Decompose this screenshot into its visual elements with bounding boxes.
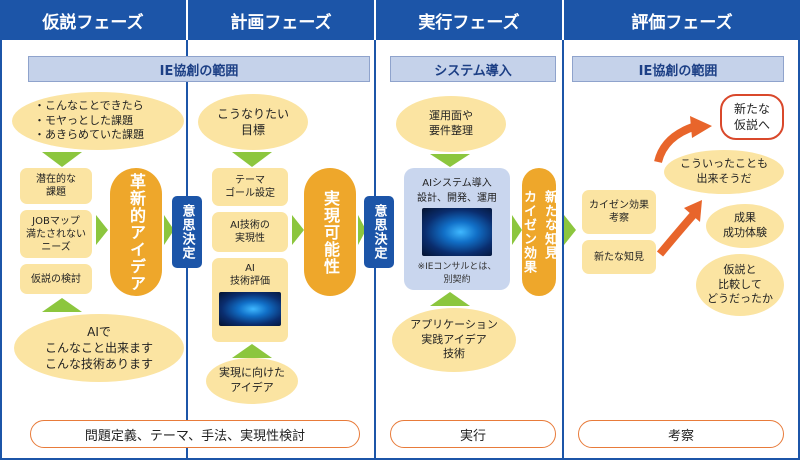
pill-label: 実現可能性: [321, 189, 340, 275]
hypothesis-top-blob: ・こんなことできたら ・モヤっとした課題 ・あきらめていた課題: [12, 92, 184, 150]
ai-system-box: AIシステム導入 設計、開発、運用 ※IEコンサルとは、 別契約: [404, 168, 510, 290]
pill-label: 新たな知見: [542, 190, 557, 260]
plan-top-line: こうなりたい: [216, 106, 289, 121]
box-kaizen-review: カイゼン効果 考察: [582, 190, 656, 234]
execute-top-line: 運用面や: [429, 109, 473, 123]
divider-right: [798, 40, 800, 460]
green-up-arrow-icon: [42, 298, 82, 312]
hypothesis-bottom-blob: AIで こんなこと出来ます こんな技術あります: [14, 314, 184, 382]
bottom-border: [0, 458, 800, 460]
phase-header-hypothesis: 仮説フェーズ: [0, 0, 186, 40]
plan-bottom-blob: 実現に向けた アイデア: [206, 358, 298, 404]
band-ie-left: IE協創の範囲: [28, 56, 370, 82]
pill-label: 革新的アイデア: [127, 172, 146, 292]
footer-right: 考察: [578, 420, 784, 448]
divider-3: [562, 40, 564, 460]
blob-line: 比較して: [718, 277, 762, 291]
plan-top-line: 目標: [240, 123, 265, 137]
box-latent-issue: 潜在的な 課題: [20, 168, 92, 204]
execute-bottom-line: 技術: [443, 347, 465, 361]
plan-bottom-line: 実現に向けた: [219, 366, 285, 380]
bottom-line: こんな技術あります: [44, 357, 153, 372]
green-down-arrow-icon: [232, 152, 272, 167]
execute-bottom-line: アプリケーション: [410, 317, 498, 331]
blob-line: 成果: [734, 211, 756, 225]
pill-new-insight: 新たな知見 カイゼン効果: [519, 168, 559, 296]
blob-possibility: こういったことも 出来そうだ: [664, 150, 784, 194]
top-list-item: ・こんなことできたら: [34, 98, 144, 112]
blob-line: 仮説と: [723, 262, 757, 276]
box-theme-goal: テーマ ゴール設定: [212, 168, 288, 206]
bottom-line: AIで: [87, 324, 111, 339]
pill-vertical-lines: 新たな知見 カイゼン効果: [519, 190, 559, 274]
green-right-arrow-icon: [512, 215, 522, 245]
execute-top-line: 要件整理: [429, 124, 473, 137]
decision-label: 意思決定: [179, 204, 195, 260]
phase-header-evaluate: 評価フェーズ: [564, 0, 800, 40]
decision-box-1: 意思決定: [172, 196, 202, 268]
green-right-arrow-icon: [564, 215, 576, 245]
sys-note: ※IEコンサルとは、: [417, 262, 497, 272]
blob-line: 出来そうだ: [696, 172, 752, 185]
ai-brain-image: [422, 208, 492, 256]
green-right-arrow-icon: [292, 215, 304, 245]
blob-success: 成果 成功体験: [706, 204, 784, 248]
green-right-arrow-icon: [96, 215, 108, 245]
blob-line: こういったことも: [680, 157, 768, 171]
footer-middle: 実行: [390, 420, 556, 448]
box-hypothesis-review: 仮説の検討: [20, 264, 92, 294]
curved-orange-arrow-icon: [654, 116, 712, 257]
execute-bottom-blob: アプリケーション 実践アイデア 技術: [392, 308, 516, 372]
sys-subtitle: 設計、開発、運用: [417, 193, 497, 204]
sys-title: AIシステム導入: [422, 178, 492, 189]
ai-brain-image: [219, 292, 281, 326]
blob-compare: 仮説と 比較して どうだったか: [696, 254, 784, 316]
band-system: システム導入: [390, 56, 556, 82]
band-ie-right: IE協創の範囲: [572, 56, 784, 82]
green-right-arrow-icon: [358, 215, 366, 245]
pill-label: カイゼン効果: [521, 190, 536, 274]
green-up-arrow-icon: [430, 292, 470, 306]
cloud-new-hypothesis: 新たな 仮説へ: [720, 94, 784, 140]
green-right-arrow-icon: [164, 215, 174, 245]
pill-innovative-idea: 革新的アイデア: [110, 168, 162, 296]
phase-header-plan: 計画フェーズ: [188, 0, 374, 40]
divider-left: [0, 40, 2, 460]
plan-top-blob: こうなりたい 目標: [198, 94, 308, 150]
box-ai-evaluation: AI 技術評価: [212, 258, 288, 342]
blob-line: 成功体験: [723, 226, 767, 239]
footer-left: 問題定義、テーマ、手法、実現性検討: [30, 420, 360, 448]
box-ai-feasibility: AI技術の 実現性: [212, 212, 288, 252]
blob-line: どうだったか: [707, 292, 773, 306]
box-new-insight: 新たな知見: [582, 240, 656, 274]
execute-top-blob: 運用面や 要件整理: [396, 96, 506, 152]
decision-label: 意思決定: [371, 204, 387, 260]
green-up-arrow-icon: [232, 344, 272, 358]
bottom-line: こんなこと出来ます: [44, 340, 153, 355]
box-job-map: JOBマップ 満たされない ニーズ: [20, 210, 92, 258]
plan-bottom-line: アイデア: [230, 381, 274, 394]
sys-note: 別契約: [443, 275, 471, 285]
top-list-item: ・あきらめていた課題: [34, 128, 144, 142]
green-down-arrow-icon: [430, 154, 470, 167]
green-down-arrow-icon: [42, 152, 82, 167]
phase-header-execute: 実行フェーズ: [376, 0, 562, 40]
execute-bottom-line: 実践アイデア: [421, 332, 487, 346]
box-ai-evaluation-label: AI 技術評価: [230, 263, 270, 287]
top-list-item: ・モヤっとした課題: [34, 113, 133, 127]
decision-box-2: 意思決定: [364, 196, 394, 268]
cloud-line: 新たな: [733, 101, 770, 116]
pill-feasibility: 実現可能性: [304, 168, 356, 296]
cloud-line: 仮説へ: [733, 118, 770, 132]
